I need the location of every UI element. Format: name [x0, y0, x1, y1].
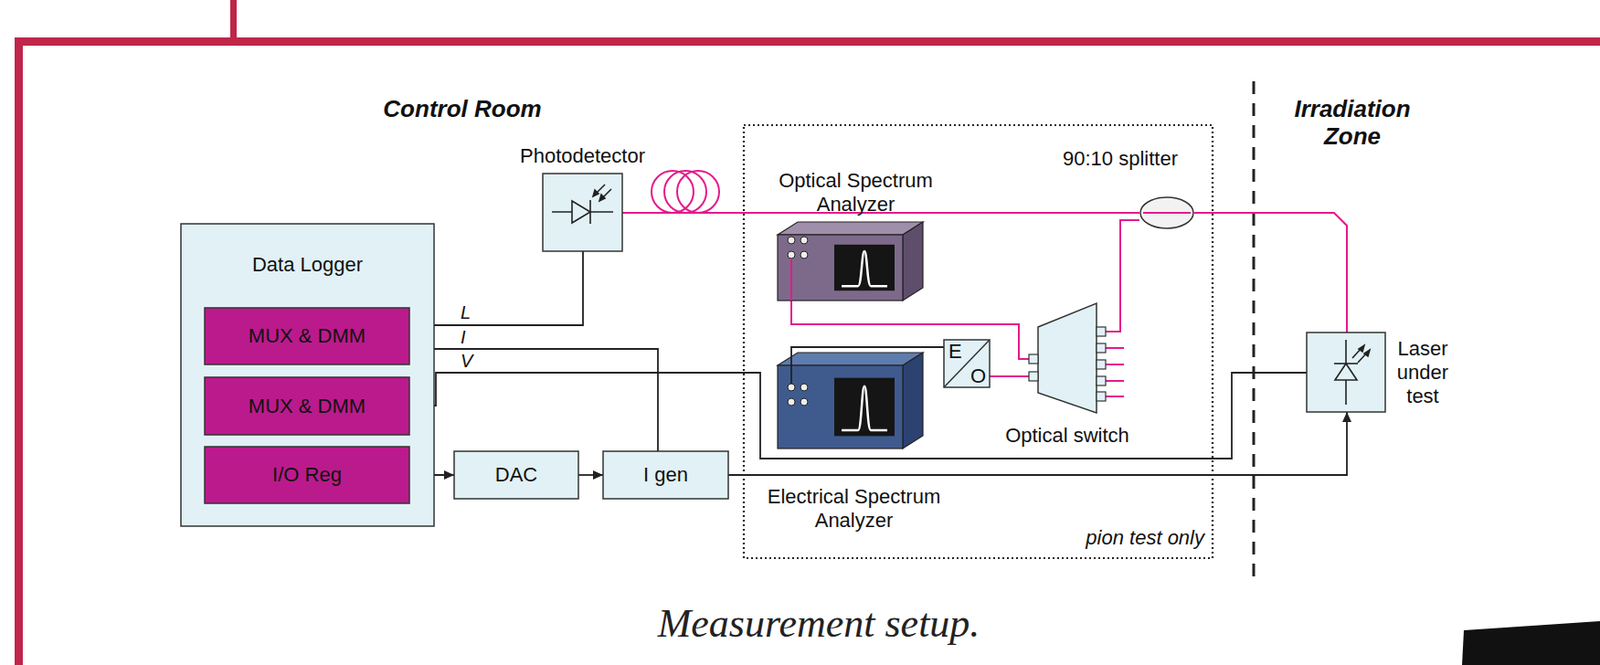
- io-register-box: I/O Reg: [204, 446, 410, 504]
- corner-block: [1462, 621, 1600, 665]
- zone-boundary: [1252, 81, 1256, 583]
- region-note: pion test only: [1021, 526, 1205, 551]
- optical-fiber: [1194, 212, 1347, 333]
- signal-wire: [578, 474, 604, 477]
- frame-top: [14, 37, 1600, 46]
- region-title: Control Room: [352, 95, 573, 123]
- node-label: MUX & DMM: [204, 394, 410, 419]
- node-label: I/O Reg: [204, 463, 410, 488]
- converter-box: [943, 339, 990, 388]
- laser-under-test-shape: [1306, 332, 1386, 413]
- instrument-knob: [800, 398, 808, 406]
- region-title: Irradiation Zone: [1279, 95, 1426, 150]
- photodetector: Photodetector: [542, 173, 623, 252]
- laser-under-test: Laser under test: [1306, 332, 1386, 413]
- switch-port: [1096, 327, 1106, 337]
- converter-diagonal: [943, 339, 990, 388]
- electrical-spectrum-analyzer-shape: [777, 352, 923, 449]
- signal-name: I: [458, 327, 468, 348]
- instrument-knob: [787, 383, 795, 392]
- node-label: Electrical Spectrum Analyzer: [749, 485, 960, 533]
- photodetector-shape: [542, 173, 623, 252]
- instrument-knob: [787, 236, 795, 244]
- switch-port: [1096, 392, 1106, 402]
- switch-port: [1096, 360, 1106, 370]
- fiber-splitter: 90:10 splitter: [1139, 196, 1195, 230]
- frame-tab: [230, 0, 237, 42]
- process-box: [603, 451, 729, 499]
- instrument-front: [777, 365, 903, 449]
- signal-name: V: [458, 350, 475, 371]
- eo-converter: EO: [943, 339, 990, 388]
- mux-dmm-box: MUX & DMM: [204, 307, 410, 365]
- instrument-screen: [834, 244, 895, 291]
- node-label: Laser under test: [1390, 337, 1455, 409]
- node-label: Data Logger: [180, 253, 435, 277]
- node-label: Photodetector: [500, 144, 666, 169]
- switch-output-stubs: [1105, 348, 1124, 397]
- instrument-top: [777, 222, 923, 235]
- detector-box: [542, 173, 623, 252]
- electrical-spectrum-analyzer: Electrical Spectrum Analyzer: [777, 352, 923, 449]
- node-label: E: [948, 340, 963, 363]
- process-box: [454, 451, 579, 499]
- instrument-knob: [800, 236, 808, 244]
- optical-switch: Optical switch: [1038, 303, 1097, 414]
- data-logger: Data LoggerMUX & DMM MUX & DMM I/O Reg: [180, 223, 435, 527]
- module-box: [204, 446, 410, 504]
- switch-port: [1096, 343, 1106, 353]
- current-generator-box: I gen: [603, 451, 729, 499]
- splitter-body: [1140, 197, 1194, 229]
- signal-wire: [409, 251, 583, 326]
- frame-left: [14, 37, 23, 665]
- module-box: [204, 307, 410, 365]
- photodiode-symbol: [551, 184, 614, 224]
- module-box: [204, 377, 410, 435]
- node-label: Optical switch: [985, 423, 1150, 448]
- node-label: 90:10 splitter: [1038, 147, 1203, 171]
- port-lead: [790, 258, 793, 301]
- switch-port: [1028, 354, 1039, 364]
- switch-port: [1096, 376, 1106, 386]
- node-label: I gen: [603, 463, 729, 488]
- switch-body: [1038, 303, 1097, 414]
- splitter-core: [1143, 211, 1191, 214]
- optical-switch-shape: [1038, 303, 1097, 414]
- optical-spectrum-analyzer-shape: [777, 222, 923, 301]
- logger-box: [180, 223, 435, 527]
- optical-spectrum-analyzer: Optical Spectrum Analyzer: [777, 222, 923, 301]
- signal-wire: [791, 347, 944, 353]
- dac-box: DAC: [454, 451, 579, 499]
- fiber-coil: [651, 170, 720, 213]
- instrument-side: [902, 352, 923, 449]
- instrument-screen: [834, 378, 895, 437]
- node-label: DAC: [454, 463, 579, 488]
- signal-wire: [409, 349, 658, 452]
- spectrum-peak: [841, 251, 888, 287]
- instrument-top: [777, 352, 923, 366]
- node-label: Optical Spectrum Analyzer: [751, 169, 962, 217]
- fiber-splitter-shape: [1139, 196, 1195, 230]
- node-label: MUX & DMM: [204, 324, 410, 349]
- laser-box: [1306, 332, 1386, 413]
- laser-diode-symbol: [1334, 339, 1370, 405]
- optical-fiber: [1096, 220, 1140, 332]
- figure-caption: Measurement setup.: [453, 601, 1185, 647]
- spectrum-peak: [841, 386, 888, 431]
- instrument-knob: [787, 398, 795, 406]
- instrument-knob: [787, 251, 795, 259]
- optical-fiber: [791, 300, 1039, 360]
- mux-dmm-box: MUX & DMM: [204, 377, 410, 435]
- instrument-side: [902, 222, 923, 301]
- signal-name: L: [458, 302, 473, 323]
- port-lead: [790, 352, 793, 384]
- instrument-knob: [800, 251, 808, 259]
- node-label: O: [970, 365, 986, 388]
- switch-port: [1028, 371, 1039, 382]
- dotted-region: [743, 125, 1213, 559]
- instrument-front: [777, 234, 903, 301]
- instrument-knob: [800, 383, 808, 392]
